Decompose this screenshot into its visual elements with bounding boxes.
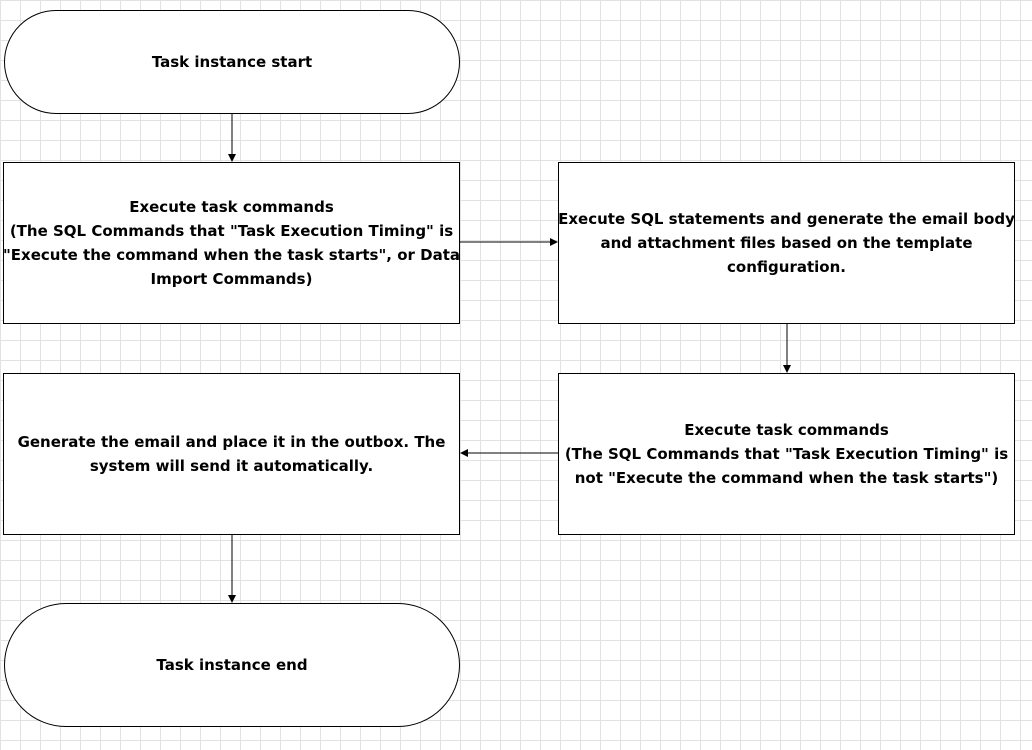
- box-text-line: (The SQL Commands that "Task Execution T…: [9, 222, 454, 240]
- box-title: Execute task commands: [129, 198, 334, 216]
- start-terminal: Task instance start: [4, 10, 460, 114]
- box-text-line: and attachment files based on the templa…: [600, 234, 973, 252]
- box-text-line: Import Commands): [150, 270, 313, 288]
- box-text-line: Generate the email and place it in the o…: [17, 433, 446, 451]
- end-terminal: Task instance end: [4, 603, 460, 727]
- box-text-line: (The SQL Commands that "Task Execution T…: [564, 445, 1009, 463]
- box-title: Execute task commands: [684, 421, 889, 439]
- box-text-line: "Execute the command when the task start…: [2, 246, 461, 264]
- box-text-line: system will send it automatically.: [89, 457, 374, 475]
- execute-task-commands-not-on-start-box: Execute task commands (The SQL Commands …: [558, 373, 1015, 535]
- generate-email-outbox-box: Generate the email and place it in the o…: [3, 373, 460, 535]
- box-text-line: configuration.: [727, 258, 846, 276]
- end-label: Task instance end: [156, 656, 308, 674]
- box-text-line: Execute SQL statements and generate the …: [558, 210, 1015, 228]
- generate-email-body-box: Execute SQL statements and generate the …: [558, 162, 1015, 324]
- box-text-line: not "Execute the command when the task s…: [574, 469, 999, 487]
- start-label: Task instance start: [151, 53, 313, 71]
- execute-task-commands-on-start-box: Execute task commands (The SQL Commands …: [3, 162, 460, 324]
